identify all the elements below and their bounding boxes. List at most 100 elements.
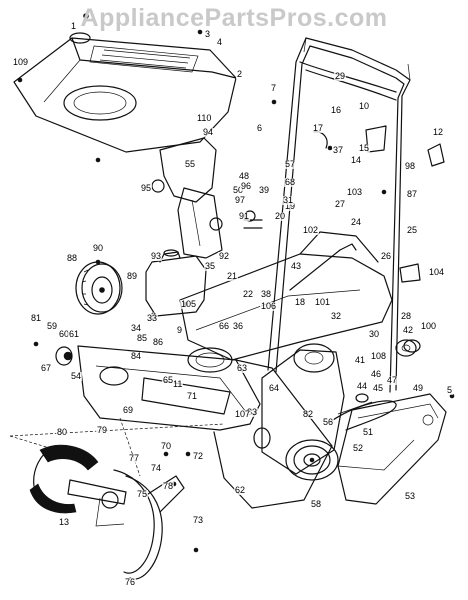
belt-guard xyxy=(337,393,447,505)
callout-47: 47 xyxy=(386,375,399,385)
callout-25: 25 xyxy=(406,225,419,235)
callout-38: 38 xyxy=(260,289,273,299)
callout-16: 16 xyxy=(330,105,343,115)
callout-90: 90 xyxy=(92,243,105,253)
callout-15: 15 xyxy=(358,143,371,153)
callout-85: 85 xyxy=(136,333,149,343)
callout-10: 10 xyxy=(358,101,371,111)
callout-29: 29 xyxy=(334,71,347,81)
callout-64: 64 xyxy=(268,383,281,393)
callout-86: 86 xyxy=(152,337,165,347)
callout-27: 27 xyxy=(334,199,347,209)
callout-24: 24 xyxy=(350,217,363,227)
callout-21: 21 xyxy=(226,271,239,281)
callout-50: 50 xyxy=(232,185,245,195)
engine-deck xyxy=(179,231,393,373)
callout-105: 105 xyxy=(180,299,198,309)
handle xyxy=(267,37,411,393)
callout-75: 75 xyxy=(136,489,149,499)
callout-42: 42 xyxy=(402,325,415,335)
callout-77: 77 xyxy=(128,453,141,463)
callout-36: 36 xyxy=(232,321,245,331)
callout-93: 93 xyxy=(150,251,163,261)
callout-13: 13 xyxy=(58,517,71,527)
auger xyxy=(29,444,185,580)
pulleys xyxy=(253,339,417,481)
callout-22: 22 xyxy=(242,289,255,299)
callout-79: 79 xyxy=(96,425,109,435)
callout-31: 31 xyxy=(282,195,295,205)
callout-65: 65 xyxy=(162,375,175,385)
callout-66: 66 xyxy=(218,321,231,331)
callout-51: 51 xyxy=(362,427,375,437)
callout-43: 43 xyxy=(290,261,303,271)
callout-9: 9 xyxy=(176,325,184,335)
callout-104: 104 xyxy=(428,267,446,277)
callout-54: 54 xyxy=(70,371,83,381)
callout-106: 106 xyxy=(260,301,278,311)
callout-80: 80 xyxy=(56,427,69,437)
callout-94: 94 xyxy=(202,127,215,137)
callout-39: 39 xyxy=(258,185,271,195)
callout-30: 30 xyxy=(368,329,381,339)
callout-84: 84 xyxy=(130,351,143,361)
callout-68: 68 xyxy=(284,177,297,187)
callout-7: 7 xyxy=(270,83,278,93)
callout-61: 61 xyxy=(68,329,81,339)
callout-4: 4 xyxy=(216,37,224,47)
callout-41: 41 xyxy=(354,355,367,365)
callout-71: 71 xyxy=(186,391,199,401)
callout-17: 17 xyxy=(312,123,325,133)
callout-33: 33 xyxy=(146,313,159,323)
callout-67: 67 xyxy=(40,363,53,373)
callout-55: 55 xyxy=(184,159,197,169)
callout-11: 11 xyxy=(172,379,184,389)
callout-97: 97 xyxy=(234,195,247,205)
callout-53: 53 xyxy=(404,491,417,501)
callout-108: 108 xyxy=(370,351,388,361)
callout-1: 1 xyxy=(70,21,78,31)
chute-assembly xyxy=(151,137,223,259)
callout-69: 69 xyxy=(122,405,135,415)
callout-18: 18 xyxy=(294,297,307,307)
callout-70: 70 xyxy=(160,441,173,451)
small-hardware xyxy=(17,13,455,553)
callout-19: 19 xyxy=(284,201,297,211)
callout-72: 72 xyxy=(192,451,205,461)
callout-82: 82 xyxy=(302,409,315,419)
callout-62: 62 xyxy=(234,485,247,495)
callout-52: 52 xyxy=(352,443,365,453)
callout-6: 6 xyxy=(256,123,264,133)
callout-100: 100 xyxy=(420,321,438,331)
callout-20: 20 xyxy=(274,211,287,221)
callout-92: 92 xyxy=(218,251,231,261)
callout-45: 45 xyxy=(372,383,385,393)
callout-2: 2 xyxy=(236,69,244,79)
callout-110: 110 xyxy=(196,113,213,123)
callout-34: 34 xyxy=(130,323,143,333)
callout-3: 3 xyxy=(204,29,212,39)
callout-57: 57 xyxy=(284,159,297,169)
callout-102: 102 xyxy=(302,225,320,235)
callout-101: 101 xyxy=(314,297,332,307)
callout-49: 49 xyxy=(412,383,425,393)
shroud-cover xyxy=(13,32,237,153)
callout-88: 88 xyxy=(66,253,79,263)
callout-91: 91 xyxy=(238,211,251,221)
callout-103: 103 xyxy=(346,187,364,197)
callout-26: 26 xyxy=(380,251,393,261)
callout-107: 107 xyxy=(234,409,252,419)
callout-109: 109 xyxy=(12,57,30,67)
callout-5: 5 xyxy=(446,385,454,395)
callout-48: 48 xyxy=(238,171,251,181)
callout-37: 37 xyxy=(332,145,345,155)
callout-46: 46 xyxy=(370,369,383,379)
gas-tank xyxy=(145,249,207,317)
callout-83: 83 xyxy=(246,407,259,417)
watermark: AppliancePartsPros.com xyxy=(80,4,388,32)
callout-81: 81 xyxy=(30,313,43,323)
callout-96: 96 xyxy=(240,181,253,191)
callout-28: 28 xyxy=(400,311,413,321)
callout-58: 58 xyxy=(310,499,323,509)
